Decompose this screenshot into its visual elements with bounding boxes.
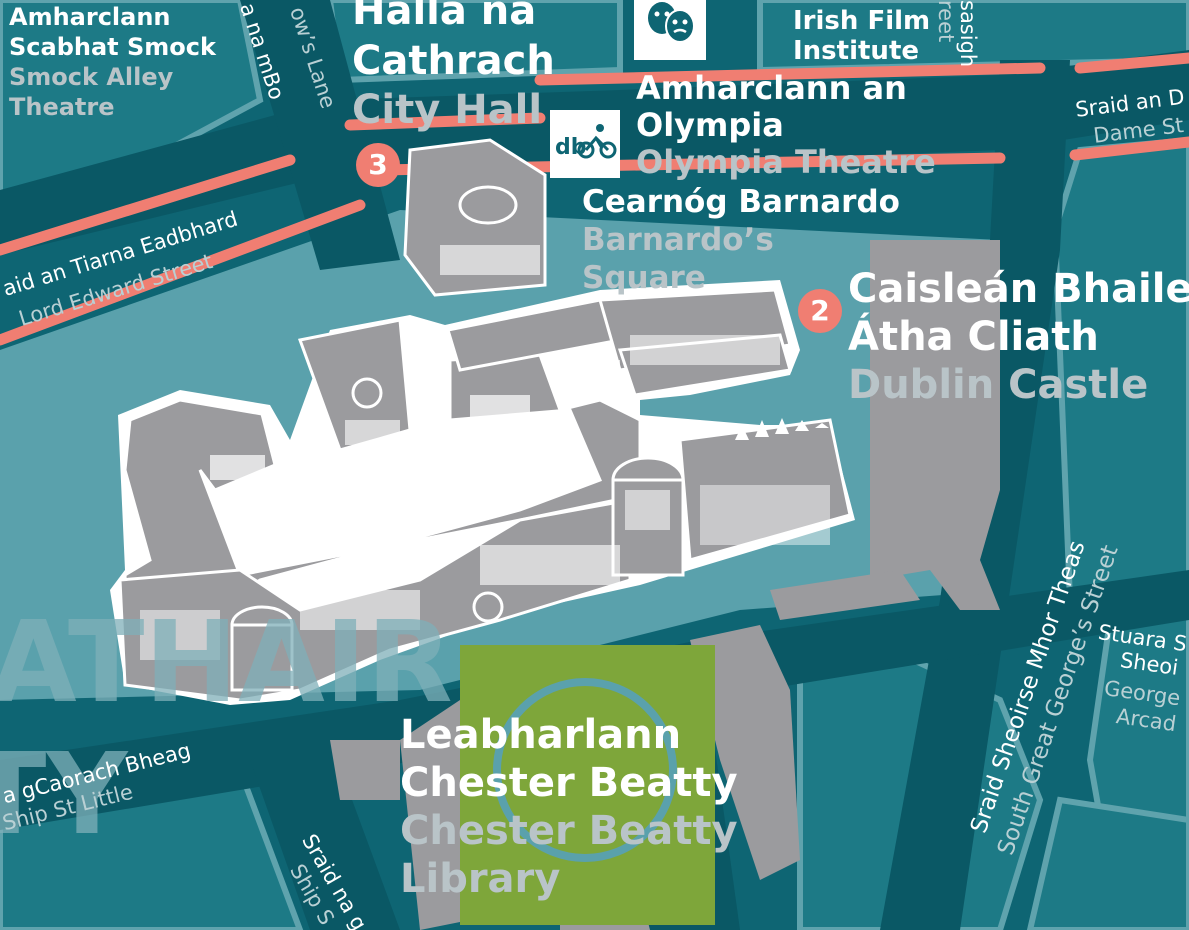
chester-beatty-ga-1: Leabharlann <box>400 712 682 758</box>
barnardo-en-1: Barnardo’s <box>582 222 774 258</box>
city-hall-ga-1: Halla na <box>352 0 537 34</box>
olympia-en: Olympia Theatre <box>636 143 936 181</box>
grey-buildings <box>330 240 1000 930</box>
theatre-masks-icon[interactable] <box>634 0 706 60</box>
ifi-line-1: Irish Film <box>793 6 931 36</box>
smock-alley-en-1: Smock Alley <box>9 63 174 91</box>
dublinbikes-icon[interactable]: db <box>550 110 620 178</box>
smock-alley-en-2: Theatre <box>9 93 115 121</box>
marker-dublin-castle[interactable]: 2 <box>798 289 842 333</box>
olympia-ga-2: Olympia <box>636 106 784 144</box>
barnardo-en-2: Square <box>582 260 706 296</box>
smock-alley-ga-2: Scabhat Smock <box>9 33 216 61</box>
dublin-castle-building <box>110 138 855 705</box>
district-label-fragment: ATHAIR <box>0 598 453 728</box>
dublin-castle-ga-1: Caisleán Bhaile <box>848 266 1189 312</box>
chester-beatty-en-2: Library <box>400 856 561 902</box>
chester-beatty-ga-2: Chester Beatty <box>400 760 738 806</box>
city-hall-en: City Hall <box>352 87 543 133</box>
smock-alley-ga-1: Amharclann <box>9 3 171 31</box>
street-top-en: reet <box>934 0 958 43</box>
city-hall-ga-2: Cathrach <box>352 38 555 84</box>
district-label-fragment: TY <box>0 730 128 860</box>
dublin-castle-ga-2: Átha Cliath <box>848 314 1099 360</box>
marker-city-hall[interactable]: 3 <box>356 143 400 187</box>
ifi-line-2: Institute <box>793 36 920 66</box>
chapel-spires <box>735 418 829 440</box>
chester-beatty-en-1: Chester Beatty <box>400 808 738 854</box>
barnardo-ga: Cearnóg Barnardo <box>582 184 900 220</box>
olympia-ga-1: Amharclann an <box>636 69 907 107</box>
street-top-ga: sasigh <box>956 0 980 68</box>
castle-windows <box>140 245 830 660</box>
dublin-castle-en: Dublin Castle <box>848 362 1149 408</box>
